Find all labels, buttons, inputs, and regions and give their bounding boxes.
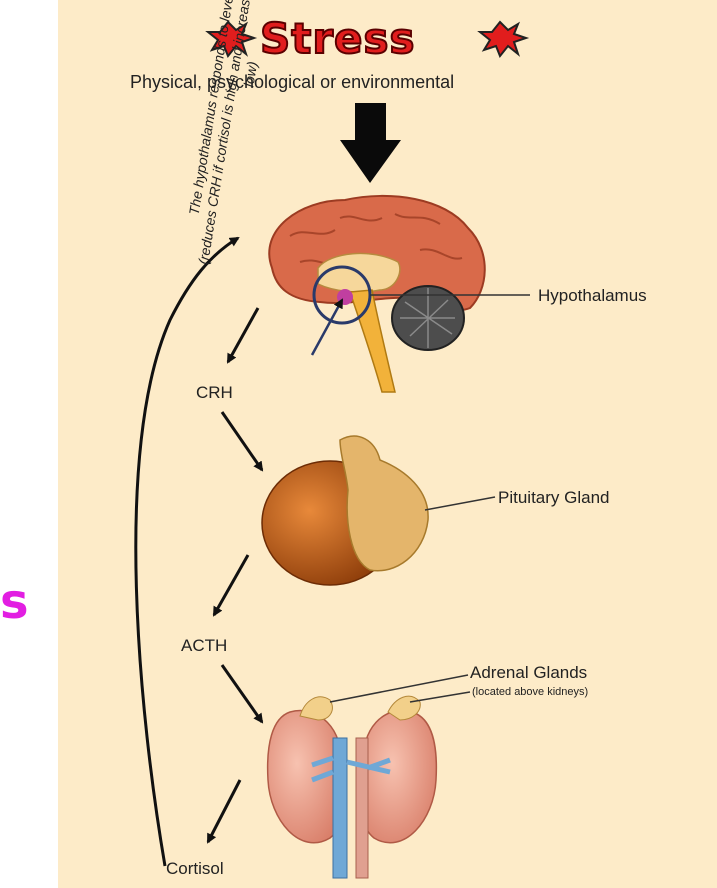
hypothalamus-label: Hypothalamus [538,286,647,306]
arrow-adrenal-to-cortisol [208,780,240,842]
adrenal-leader-line-1 [330,675,468,702]
kidneys-icon [268,696,437,878]
crh-label: CRH [196,383,233,403]
pituitary-icon [262,436,428,585]
adrenal-note: (located above kidneys) [472,686,588,698]
starburst-icon [480,22,526,56]
adrenal-leader-line-2 [410,692,470,702]
arrow-acth-to-adrenal [222,665,262,722]
adrenal-label: Adrenal Glands [470,663,587,683]
cortisol-label: Cortisol [166,859,224,879]
stress-subtitle: Physical, psychological or environmental [130,72,454,93]
arrow-pituitary-to-acth [214,555,248,615]
pituitary-leader-line [425,497,495,510]
down-arrow-icon [340,103,401,183]
edge-text: s [0,578,29,626]
stress-title: Stress [260,14,416,63]
arrow-crh-to-pituitary [222,412,262,470]
brain-icon [269,196,484,392]
feedback-arrow [136,238,238,866]
acth-label: ACTH [181,636,227,656]
arrow-brain-to-crh [228,308,258,362]
pituitary-label: Pituitary Gland [498,488,610,508]
